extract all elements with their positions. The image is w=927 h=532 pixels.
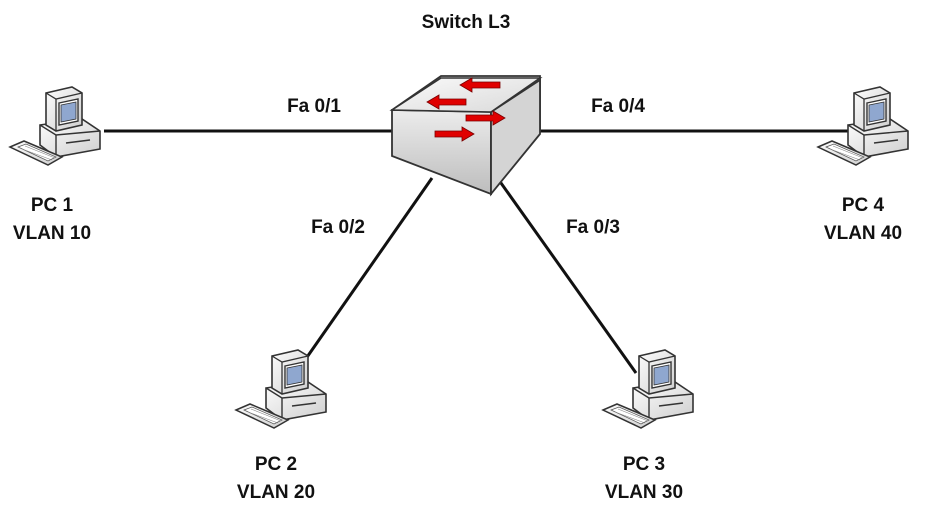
port-label-fa04: Fa 0/4 — [591, 96, 645, 117]
pc2-vlan: VLAN 20 — [237, 482, 315, 503]
pc4-vlan: VLAN 40 — [824, 223, 902, 244]
pc4-icon — [817, 86, 909, 166]
switch-l3-icon — [389, 75, 543, 197]
pc3-icon — [602, 349, 694, 429]
diagram-title: Switch L3 — [422, 12, 511, 33]
port-label-fa03: Fa 0/3 — [566, 217, 620, 238]
port-label-fa01: Fa 0/1 — [287, 96, 341, 117]
pc2-name: PC 2 — [255, 454, 297, 475]
link-lines — [104, 129, 848, 374]
link-pc2 — [303, 177, 434, 361]
link-pc3 — [494, 175, 638, 374]
pc2-icon — [235, 349, 327, 429]
pc4-name: PC 4 — [842, 195, 885, 216]
pc3-name: PC 3 — [623, 454, 665, 475]
pc1-name: PC 1 — [31, 195, 74, 216]
switch-arrows — [426, 77, 506, 142]
pc3-vlan: VLAN 30 — [605, 482, 683, 503]
pc1-vlan: VLAN 10 — [13, 223, 91, 244]
port-label-fa02: Fa 0/2 — [311, 217, 365, 238]
pc1-icon — [9, 86, 101, 166]
